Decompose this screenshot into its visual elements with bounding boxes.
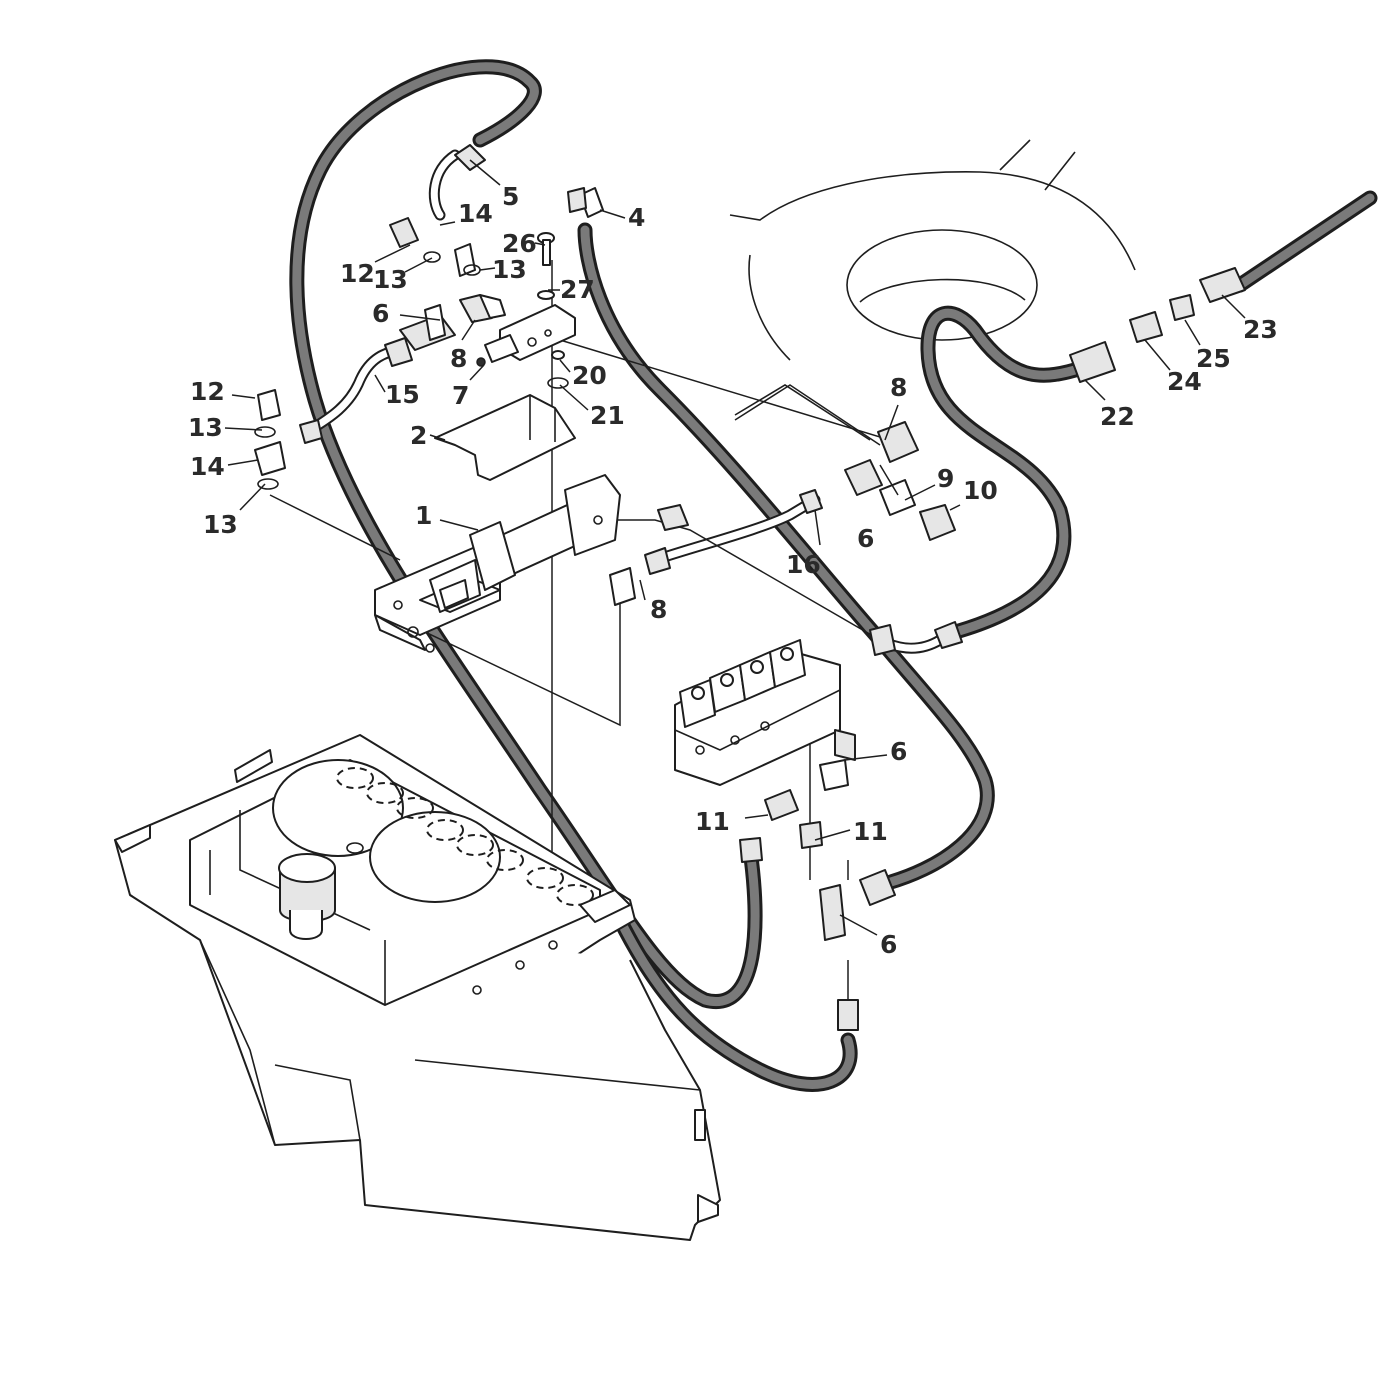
label-15: 15: [385, 380, 420, 409]
label-1: 1: [415, 501, 432, 530]
label-11-left: 11: [695, 807, 730, 836]
label-22: 22: [1100, 402, 1135, 431]
label-13-upper-left: 13: [373, 265, 408, 294]
label-16: 16: [786, 550, 821, 579]
label-2: 2: [410, 421, 427, 450]
label-7: 7: [452, 381, 469, 410]
hydraulic-tank: [114, 734, 721, 1241]
label-10: 10: [963, 476, 998, 505]
label-9: 9: [937, 464, 954, 493]
label-27: 27: [560, 275, 595, 304]
label-14-upper: 14: [458, 199, 493, 228]
label-8-center-elbow: 8: [650, 595, 667, 624]
label-8-right-elbow: 8: [890, 373, 907, 402]
assembly-lines: [269, 260, 891, 1000]
callout-leaders: [224, 159, 1246, 936]
label-6-lower-tee: 6: [880, 930, 897, 959]
hydraulic-cylinder: [374, 474, 621, 653]
callout-labels: 1 2 4 5 6 6 6 6 7 8 8 8 9 10 11 11 12 12…: [188, 182, 1278, 959]
floor-outline: [729, 139, 1136, 441]
label-20: 20: [572, 361, 607, 390]
solenoid-valve-bank: [674, 639, 841, 786]
label-8-valve-elbow: 8: [450, 344, 467, 373]
label-4: 4: [628, 203, 645, 232]
fittings: [254, 144, 1246, 1031]
label-13-lower-top: 13: [188, 413, 223, 442]
label-6-right-tee: 6: [857, 524, 874, 553]
label-23: 23: [1243, 315, 1278, 344]
label-14-lower: 14: [190, 452, 225, 481]
label-21: 21: [590, 401, 625, 430]
label-13-upper-right: 13: [492, 255, 527, 284]
label-12-lower: 12: [190, 377, 225, 406]
label-13-lower-bottom: 13: [203, 510, 238, 539]
main-hoses: [289, 59, 1378, 1092]
label-12-upper: 12: [340, 259, 375, 288]
label-6-valve-tee: 6: [372, 299, 389, 328]
label-5: 5: [502, 182, 519, 211]
label-6-bank-tee: 6: [890, 737, 907, 766]
valve-block: [434, 304, 576, 481]
label-11-right: 11: [853, 817, 888, 846]
label-25: 25: [1196, 344, 1231, 373]
label-24: 24: [1167, 367, 1202, 396]
label-26: 26: [502, 229, 537, 258]
